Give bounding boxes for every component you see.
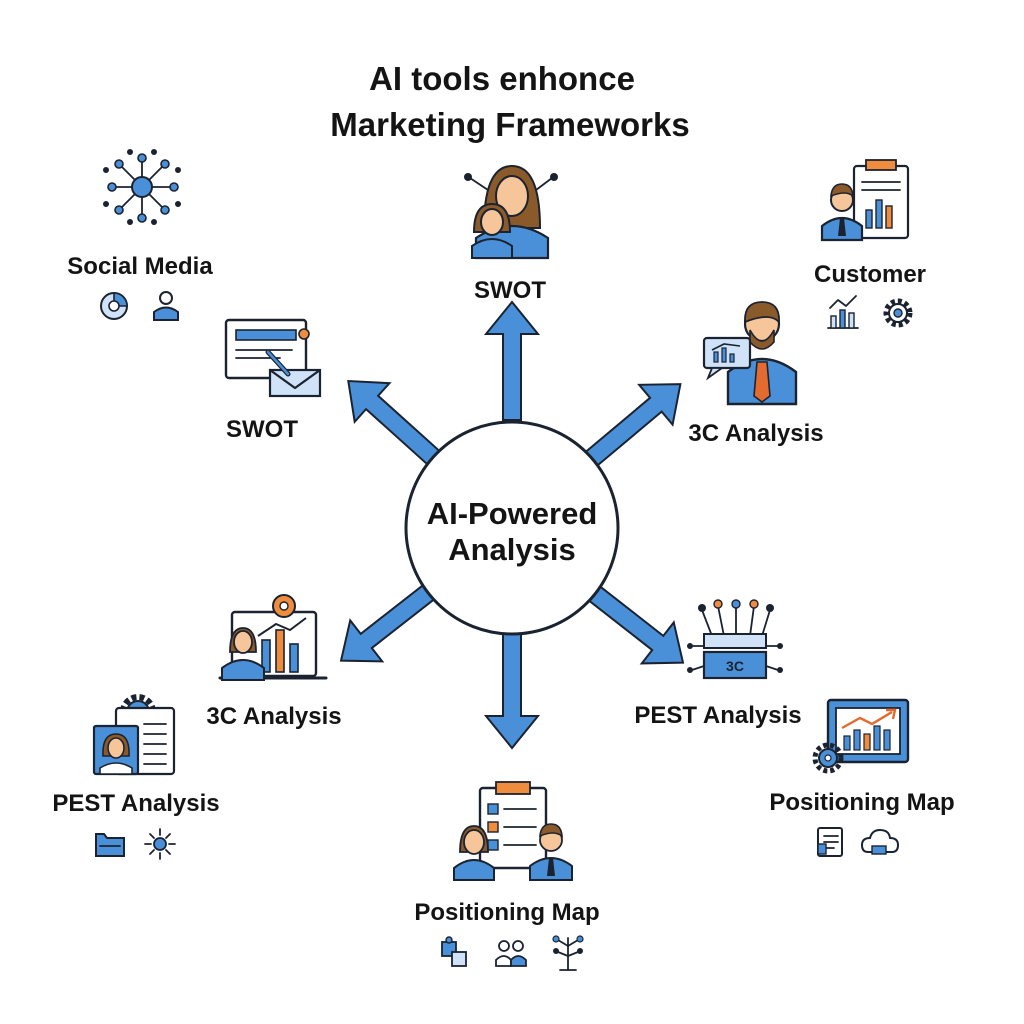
checklist-team-icon [453,781,573,881]
tree-icon [552,935,584,971]
node-swot-top: SWOT [464,164,558,304]
node-customer: Customer [814,159,926,329]
node-swot-left: SWOT [224,318,322,443]
node-label: PEST Analysis [52,790,219,817]
woman-dashboard-icon [218,594,328,681]
sun-icon [144,828,176,860]
profile-document-icon [92,694,176,776]
node-positioning-right: Positioning Map [769,698,955,857]
bar-chart-icon [827,295,859,329]
user-icon [153,291,179,321]
circuit-chip-icon: 3C [687,599,783,680]
center-circle [404,420,620,636]
pie-chart-icon [100,292,128,320]
document-icon [817,827,843,857]
network-node-icon [103,149,181,225]
node-social-media: Social Media [67,149,213,321]
node-3c-left: 3C Analysis [206,594,342,730]
puzzle-icon [441,936,467,967]
node-label: SWOT [474,277,546,304]
cloud-icon [860,828,900,855]
folder-icon [95,833,125,857]
node-label: 3C Analysis [688,420,823,447]
node-label: 3C Analysis [206,703,341,730]
node-label: SWOT [226,416,298,443]
node-label: PEST Analysis [634,702,801,729]
document-pen-icon [224,318,322,398]
presenter-chart-icon [702,301,798,406]
node-label: Customer [814,261,926,288]
node-label: Social Media [67,253,213,280]
people-icon [495,940,527,967]
diagram-title-line-1: AI tools enhonce [369,60,635,97]
node-pest-left: PEST Analysis [52,694,220,860]
node-pest-right: 3C PEST Analysis [634,599,802,729]
businessman-report-icon [820,159,910,242]
arrow-down [485,629,539,749]
diagram-title-line-2: Marketing Frameworks [330,106,689,143]
center-label-line-2: Analysis [448,532,576,567]
monitor-growth-icon [812,698,910,774]
node-label: Positioning Map [414,899,599,926]
center-label-line-1: AI-Powered [427,496,598,531]
team-people-icon [464,164,558,260]
node-3c-right: 3C Analysis [688,301,824,447]
svg-text:3C: 3C [726,658,744,674]
node-label: Positioning Map [769,789,954,816]
node-positioning-bottom: Positioning Map [414,781,600,971]
arrow-up [485,301,539,421]
gear-icon [883,298,913,328]
